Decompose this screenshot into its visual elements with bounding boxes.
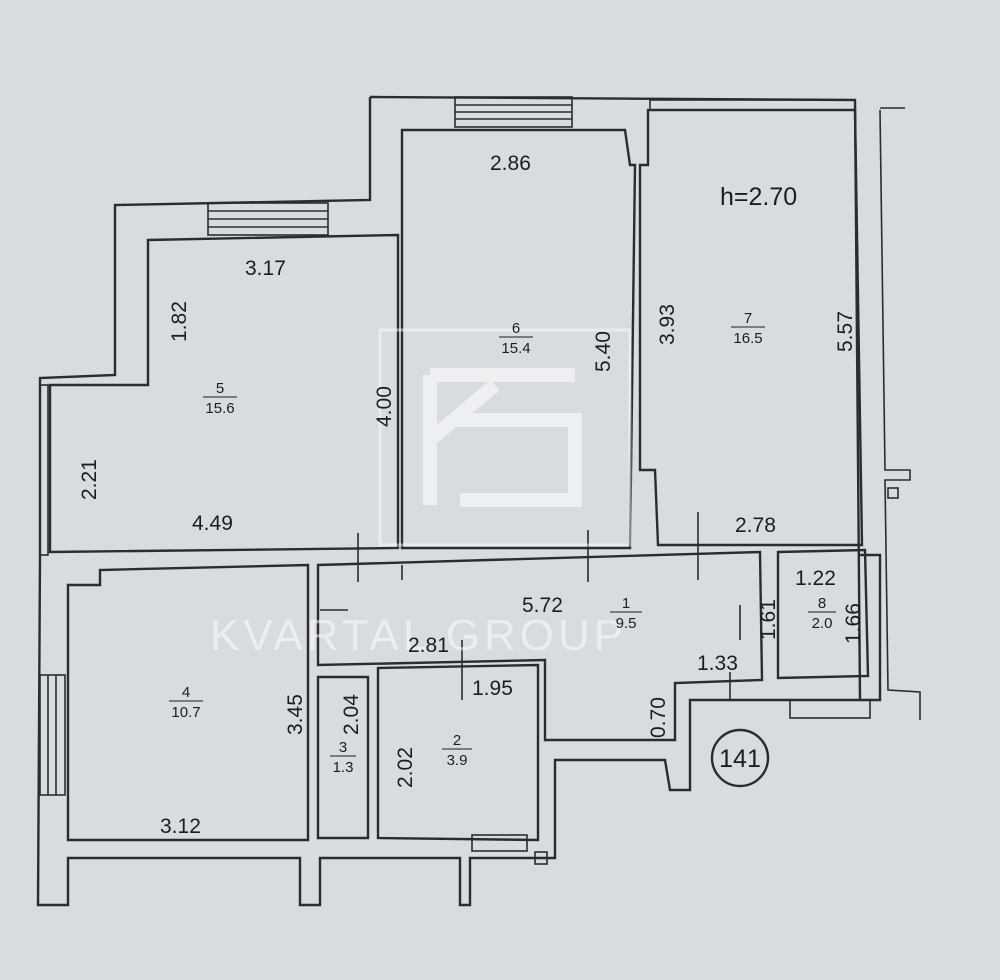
svg-text:8: 8	[818, 595, 826, 612]
room-3-wall	[316, 675, 370, 840]
svg-text:7: 7	[744, 310, 752, 327]
dim-label: 3.12	[160, 815, 201, 838]
dim-label: 4.00	[373, 386, 396, 427]
dim-label: 3.45	[284, 694, 307, 735]
kg-logo-icon	[423, 368, 582, 507]
svg-text:5: 5	[216, 380, 224, 397]
shaft-square	[534, 851, 548, 865]
dim-label: 5.72	[522, 594, 563, 617]
svg-text:15.6: 15.6	[205, 400, 234, 417]
dim-label: 3.93	[656, 304, 679, 345]
dimension-labels: 2.86 3.17 1.82 4.00 5.40 3.93 5.57 2.21 …	[78, 152, 865, 838]
svg-text:2.0: 2.0	[812, 615, 833, 632]
dim-label: 1.95	[472, 677, 513, 700]
watermark-text: KVARTAL GROUP	[210, 611, 627, 660]
room-label-4: 4 10.7	[169, 684, 203, 721]
ceiling-height: h=2.70	[720, 183, 797, 211]
svg-text:3.9: 3.9	[447, 752, 468, 769]
outer-wall	[36, 95, 882, 907]
dim-label: 2.81	[408, 634, 449, 657]
room-5-wall	[48, 233, 400, 554]
right-outer-wall	[879, 107, 921, 720]
svg-text:10.7: 10.7	[171, 704, 200, 721]
apartment-number-badge: 141	[710, 728, 770, 788]
room-7-wall	[638, 108, 864, 547]
svg-text:9.5: 9.5	[616, 615, 637, 632]
kg-logo-frame	[378, 328, 632, 547]
room-label-7: 7 16.5	[731, 310, 765, 347]
svg-text:6: 6	[512, 320, 520, 337]
windows	[39, 96, 899, 865]
room-labels: 5 15.6 6 15.4 7 16.5 1 9.5 8 2.0 4 10.7	[169, 310, 836, 776]
room-label-5: 5 15.6	[203, 380, 237, 417]
room-label-8: 8 2.0	[808, 595, 836, 632]
dim-label: 3.17	[245, 257, 286, 280]
room-4-wall	[66, 563, 310, 842]
svg-text:4: 4	[182, 684, 190, 701]
dim-label: 2.21	[78, 459, 101, 500]
dim-label: 1.82	[168, 301, 191, 342]
dim-label: 5.57	[834, 311, 857, 352]
dim-label: 2.04	[340, 694, 363, 735]
room-label-2: 2 3.9	[442, 732, 472, 769]
balcony-window	[649, 99, 856, 111]
dim-label: 1.22	[795, 567, 836, 590]
dim-label: 0.70	[647, 697, 670, 738]
room-label-3: 3 1.3	[330, 739, 356, 776]
dim-label: 2.02	[394, 747, 417, 788]
room-8-wall	[776, 548, 870, 680]
svg-text:15.4: 15.4	[501, 340, 530, 357]
dim-label: 1.33	[697, 652, 738, 675]
watermark: KVARTAL GROUP	[210, 328, 632, 660]
room-1-wall	[316, 550, 764, 742]
svg-text:1: 1	[622, 595, 630, 612]
dim-label: 1.66	[842, 603, 865, 644]
side-window	[39, 384, 49, 556]
vent-grille	[471, 834, 528, 852]
svg-text:3: 3	[339, 739, 347, 756]
dim-label: 5.40	[592, 331, 615, 372]
room-label-6: 6 15.4	[499, 320, 533, 357]
dim-label: 1.61	[757, 599, 780, 640]
shaft-square-right	[887, 487, 899, 499]
room-label-1: 1 9.5	[610, 595, 642, 632]
dim-label: 4.49	[192, 512, 233, 535]
doorways	[320, 512, 741, 700]
dim-label: 2.86	[490, 152, 531, 175]
svg-text:1.3: 1.3	[333, 759, 354, 776]
walls	[36, 95, 921, 907]
apartment-number: 141	[719, 745, 761, 773]
room-6-wall	[400, 128, 637, 550]
window-room-4	[39, 674, 66, 796]
room-2-wall	[376, 663, 540, 842]
entry-panel	[789, 699, 871, 719]
svg-text:2: 2	[453, 732, 461, 749]
svg-text:16.5: 16.5	[733, 330, 762, 347]
dim-label: 2.78	[735, 514, 776, 537]
